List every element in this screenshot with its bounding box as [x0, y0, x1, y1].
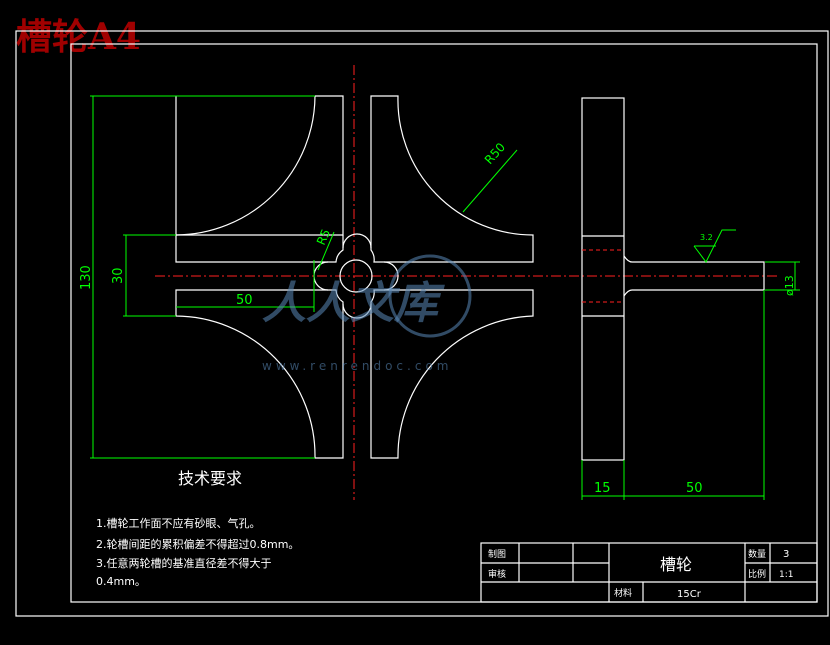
- center-hole: [339, 259, 373, 293]
- check-label: 审核: [488, 568, 506, 580]
- material-value: 15Cr: [677, 589, 702, 600]
- quadrant-lower-right: [370, 289, 534, 459]
- title-block: 制图 审核 槽轮 材料 15Cr 数量 3 比例 1:1: [480, 542, 818, 603]
- quadrant-upper-left: [175, 95, 344, 236]
- dim-r5: R5: [314, 227, 333, 247]
- quantity-label: 数量: [748, 548, 766, 560]
- dim-r50: R50: [482, 140, 508, 167]
- tech-item-4: 0.4mm。: [96, 575, 146, 588]
- dim-diameter: ø13: [783, 275, 796, 296]
- outer-border: [15, 30, 829, 617]
- roughness-symbol: 3.2: [700, 233, 713, 242]
- dim-15: 15: [594, 481, 611, 496]
- watermark-logo: 人人文库: [262, 278, 445, 329]
- watermark-logo-icon: [388, 254, 472, 338]
- tech-heading: 技术要求: [178, 469, 242, 488]
- side-view: [581, 97, 765, 461]
- dim-130: 130: [79, 265, 94, 290]
- side-dimensions: 15 50 ø13 3.2: [581, 229, 800, 500]
- part-name: 槽轮: [660, 555, 692, 574]
- draw-label: 制图: [488, 548, 506, 560]
- watermark: 人人文库 www.renrendoc.com: [262, 254, 472, 373]
- scale-value: 1:1: [779, 570, 793, 580]
- inner-frame: [70, 43, 818, 603]
- quadrant-lower-left: [175, 289, 344, 459]
- dim-50-shaft: 50: [686, 481, 703, 496]
- tech-requirements: 技术要求 1.槽轮工作面不应有砂眼、气孔。 2.轮槽间距的累积偏差不得超过0.8…: [96, 469, 299, 588]
- scale-label: 比例: [748, 568, 766, 580]
- front-dimensions: 130 30 50 R5 R50: [79, 95, 518, 459]
- sheet-title: 槽轮A4: [16, 16, 141, 58]
- tech-item-3: 3.任意两轮槽的基准直径差不得大于: [96, 556, 272, 570]
- quadrant-upper-right: [370, 95, 534, 263]
- dim-50-slot: 50: [236, 293, 253, 308]
- quantity-value: 3: [783, 549, 789, 560]
- tech-item-1: 1.槽轮工作面不应有砂眼、气孔。: [96, 516, 261, 530]
- tech-item-2: 2.轮槽间距的累积偏差不得超过0.8mm。: [96, 537, 299, 551]
- watermark-url: www.renrendoc.com: [262, 359, 452, 373]
- material-label: 材料: [614, 587, 632, 599]
- dim-30: 30: [111, 267, 126, 284]
